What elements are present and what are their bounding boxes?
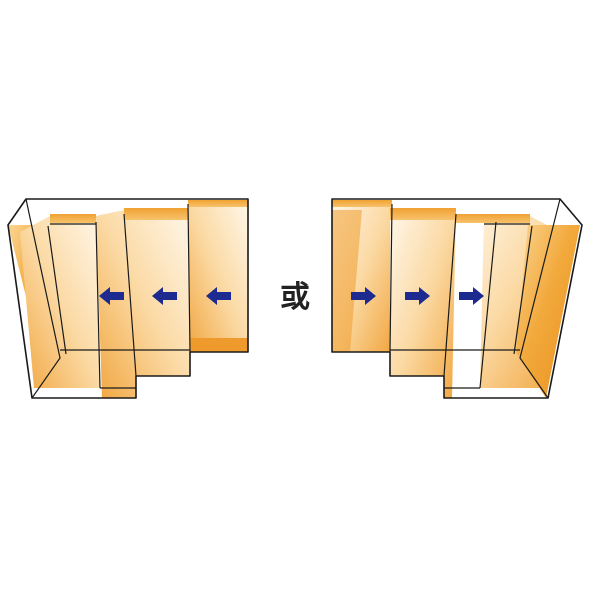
left-frame-inner-lines	[47, 203, 191, 389]
arrow-left-icon	[152, 287, 177, 305]
arrow-left-icon	[99, 287, 124, 305]
left-arrows	[99, 287, 231, 305]
right-panel-2-top-band	[456, 214, 530, 223]
right-panel-3-top-band	[390, 208, 456, 220]
right-panel-front-top-band	[332, 200, 392, 207]
right-panel-back	[516, 225, 580, 398]
arrow-left-icon	[206, 287, 231, 305]
right-panel-front-dark	[332, 210, 362, 352]
left-panel-front-top-band	[188, 200, 248, 207]
or-label: 或	[280, 280, 310, 315]
left-panel-front-bottom-band	[190, 338, 248, 352]
left-panel-front	[188, 201, 248, 352]
arrow-right-icon	[405, 287, 430, 305]
right-panel-3	[390, 210, 456, 398]
arrow-right-icon	[459, 287, 484, 305]
right-arrows	[351, 287, 484, 305]
right-frame-outline	[331, 198, 583, 399]
right-frame-inner-lines	[389, 203, 533, 389]
left-panel-group	[7, 198, 249, 399]
left-panel-3	[96, 210, 190, 398]
left-frame-outline	[7, 198, 249, 399]
left-panel-2-top-band	[50, 214, 96, 223]
left-panel-3-top-band	[124, 208, 190, 220]
left-panel-2	[20, 216, 100, 388]
arrow-right-icon	[351, 287, 376, 305]
right-frame-back-edge	[519, 198, 561, 399]
right-panel-group	[331, 198, 583, 399]
left-frame-back-edge	[25, 198, 61, 399]
